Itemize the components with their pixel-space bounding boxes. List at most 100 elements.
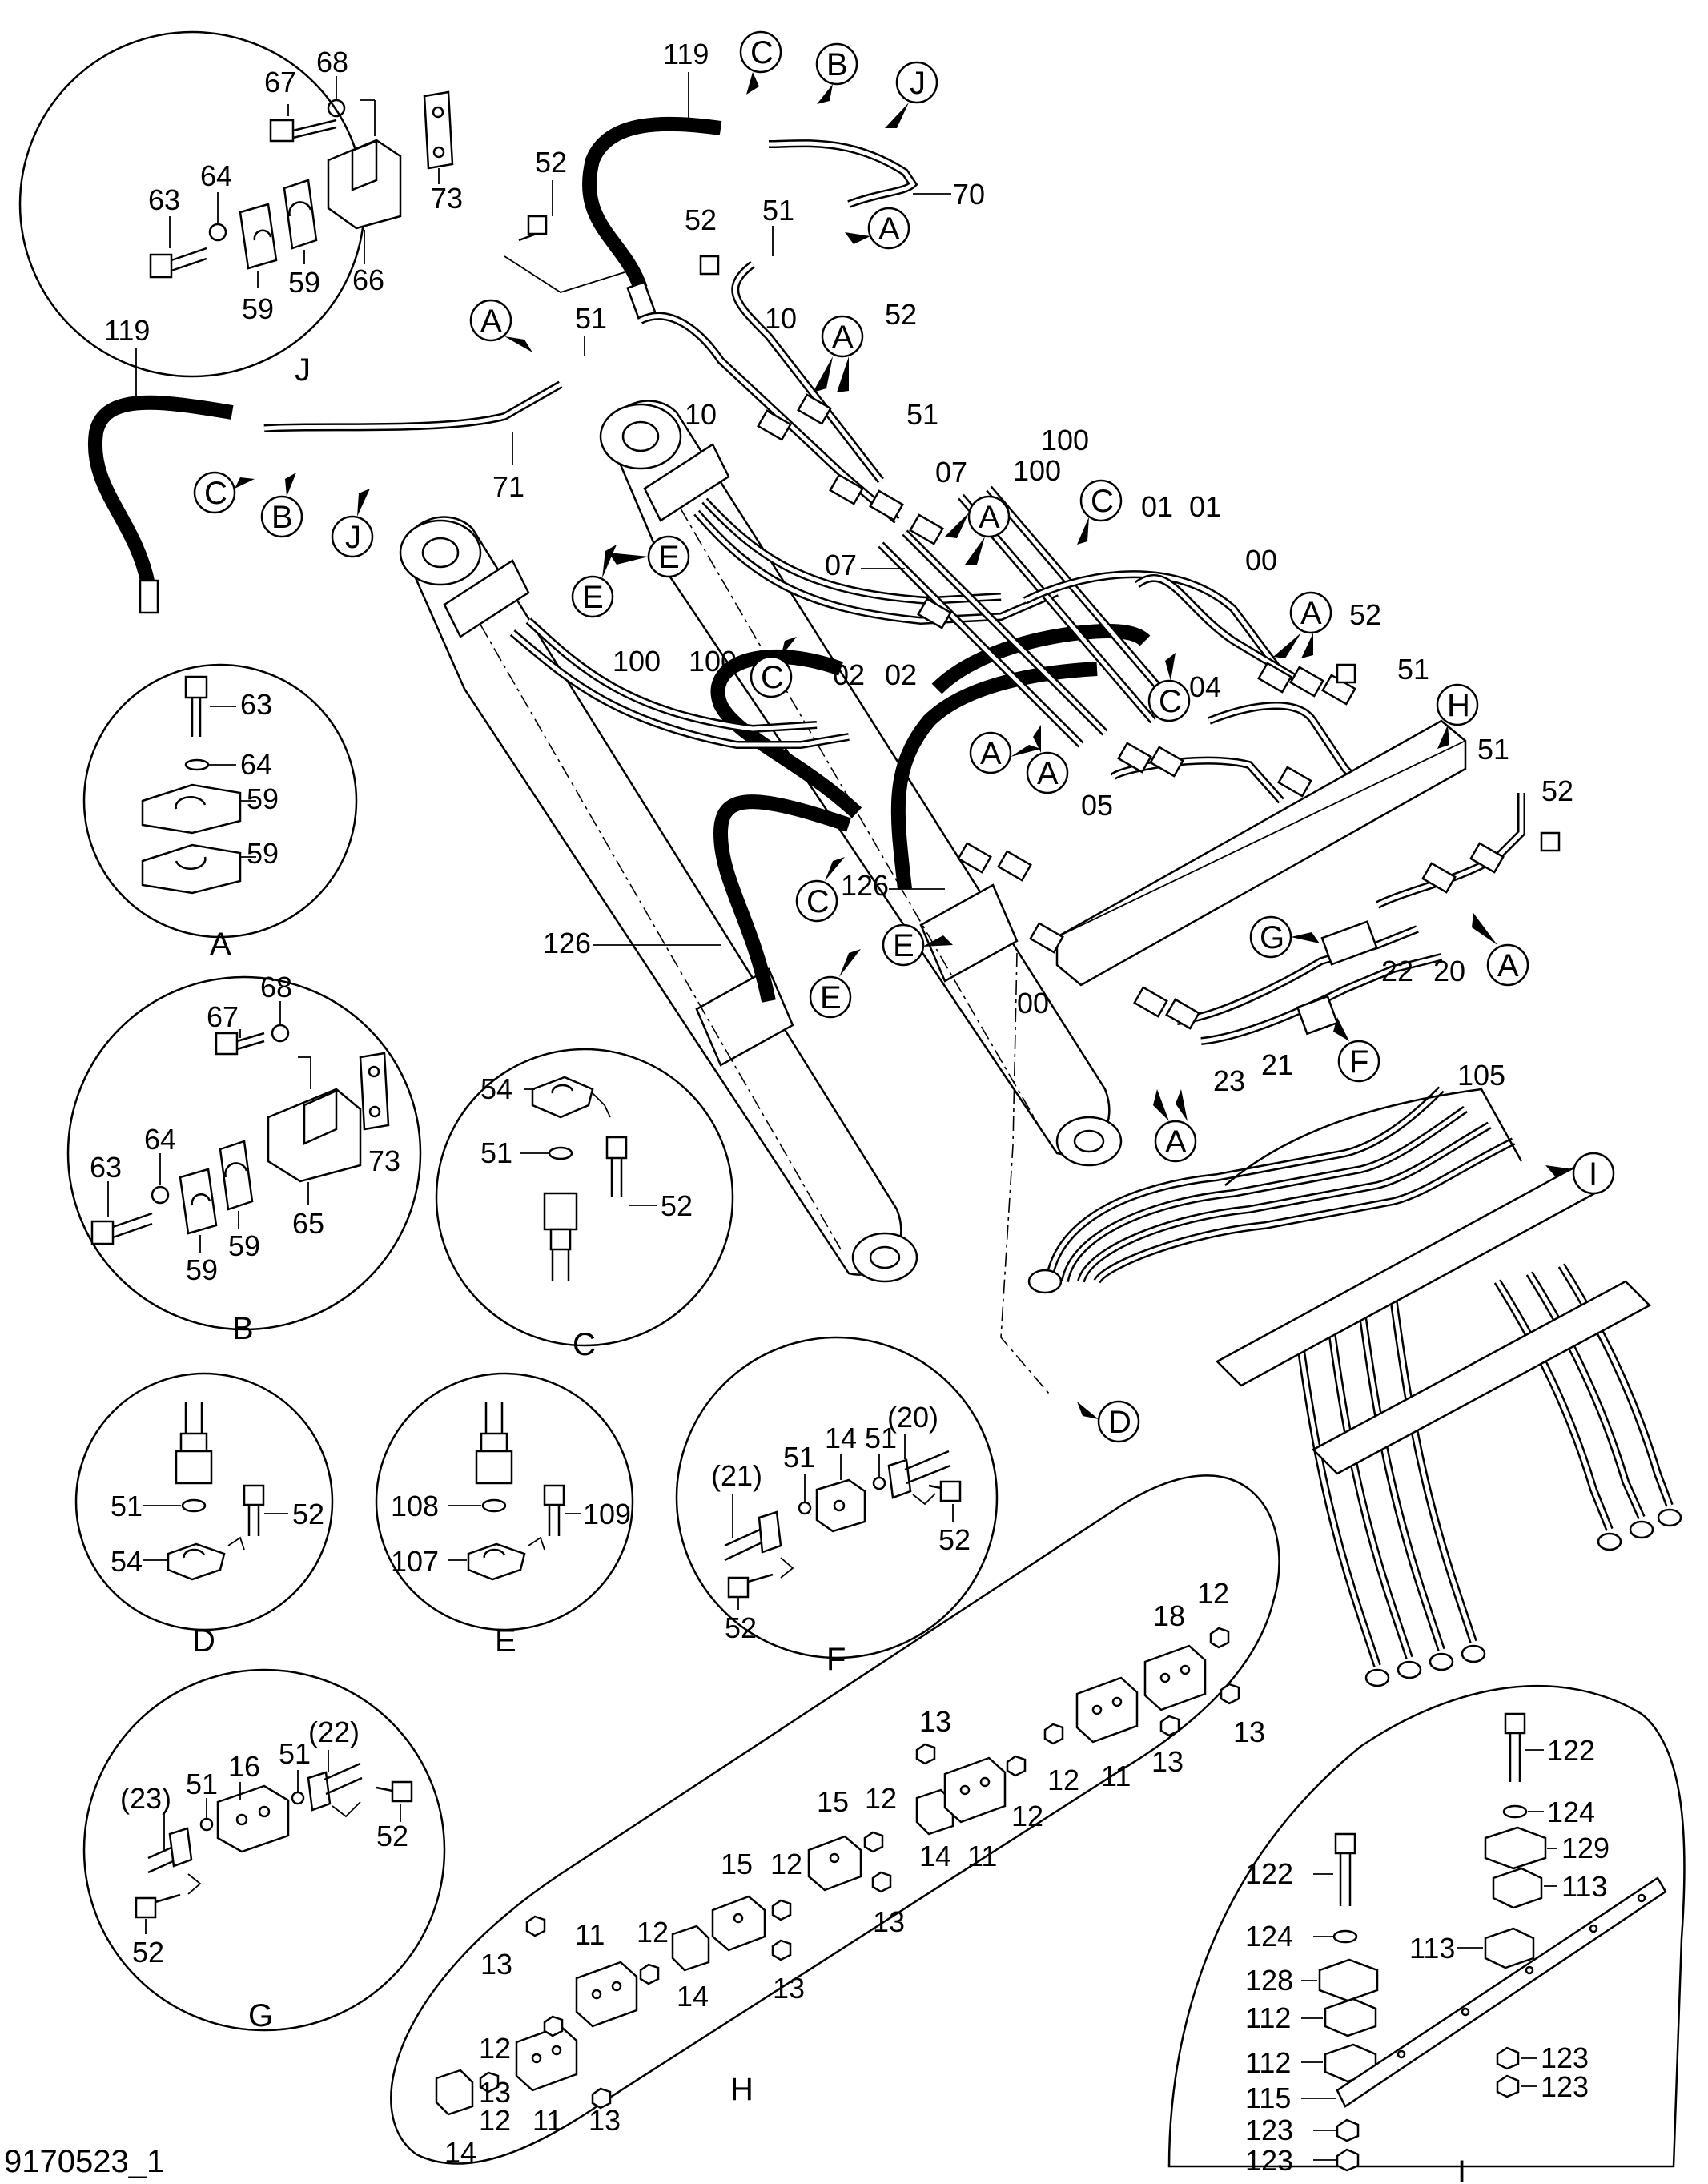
label-b-59b: 59 bbox=[228, 1229, 260, 1262]
svg-text:A: A bbox=[980, 736, 1002, 771]
label-h-15a: 15 bbox=[817, 1785, 849, 1818]
label-h-13f: 13 bbox=[480, 1948, 512, 1981]
label-d-52: 52 bbox=[292, 1498, 324, 1530]
bolt-52-g-2 bbox=[135, 1893, 181, 1919]
label-j-66: 66 bbox=[352, 263, 384, 296]
main-label-119-top: 119 bbox=[663, 38, 709, 70]
svg-text:C: C bbox=[1091, 484, 1114, 519]
oring-51-f-1 bbox=[798, 1501, 812, 1515]
label-b-68: 68 bbox=[260, 971, 292, 1004]
oring-108-e bbox=[481, 1498, 507, 1513]
adapter-d bbox=[175, 1402, 213, 1485]
label-h-13e: 13 bbox=[773, 1972, 805, 2005]
bolt-67-b bbox=[215, 1032, 265, 1056]
hose-126-c bbox=[931, 624, 1151, 694]
callout-a-1: A bbox=[867, 207, 910, 250]
plug-13-h-3 bbox=[771, 1939, 792, 1961]
plug-13-h-4 bbox=[871, 1871, 892, 1893]
label-h-12a: 12 bbox=[1197, 1577, 1229, 1610]
nut-123-i-3 bbox=[1336, 2118, 1360, 2142]
detail-e: 108 109 107 E bbox=[375, 1372, 634, 1659]
callout-d-1: D bbox=[1097, 1400, 1140, 1443]
label-a-59a: 59 bbox=[247, 782, 279, 815]
callout-arrows bbox=[235, 72, 1573, 1419]
label-a-64: 64 bbox=[240, 748, 272, 781]
label-b-67: 67 bbox=[207, 1000, 239, 1033]
label-i-122b: 122 bbox=[1245, 1857, 1293, 1890]
block-11-h-1 bbox=[515, 2025, 578, 2092]
label-h-13g: 13 bbox=[589, 2104, 621, 2137]
main-label-100-c: 100 bbox=[613, 645, 661, 678]
svg-text:J: J bbox=[345, 520, 361, 555]
letter-h-title: H bbox=[730, 2072, 754, 2107]
detail-f: (21) 51 14 51 (20) 52 52 F bbox=[675, 1336, 999, 1677]
plug-13-h-6 bbox=[1159, 1715, 1180, 1737]
nut-123-i-1 bbox=[1496, 2046, 1520, 2070]
callout-j-2: J bbox=[331, 515, 374, 558]
label-a-63: 63 bbox=[240, 688, 272, 721]
nut-123-i-2 bbox=[1496, 2074, 1520, 2098]
svg-text:A: A bbox=[878, 211, 900, 247]
svg-text:A: A bbox=[1300, 596, 1322, 631]
detail-c: 54 51 52 C bbox=[435, 1048, 734, 1362]
block-14-f bbox=[815, 1478, 866, 1533]
main-label-21: 21 bbox=[1261, 1048, 1293, 1081]
oring-51-g-2 bbox=[291, 1791, 305, 1805]
callout-a-9: A bbox=[1154, 1120, 1197, 1163]
block-11-h-2 bbox=[575, 1961, 638, 2028]
label-g-23: (23) bbox=[120, 1782, 171, 1815]
main-label-22: 22 bbox=[1381, 955, 1413, 987]
plug-13-h-2 bbox=[543, 2015, 564, 2037]
svg-text:C: C bbox=[761, 660, 784, 695]
flange-20-f bbox=[887, 1458, 912, 1499]
letter-i-title: I bbox=[1457, 2154, 1466, 2184]
callout-b-1: B bbox=[815, 42, 858, 86]
main-label-23: 23 bbox=[1213, 1064, 1245, 1097]
label-i-123a: 123 bbox=[1541, 2041, 1589, 2074]
callout-a-5: A bbox=[1289, 591, 1332, 634]
label-f-52b: 52 bbox=[725, 1611, 757, 1644]
label-h-11a: 11 bbox=[1101, 1760, 1131, 1792]
block-14-h-1 bbox=[435, 2069, 474, 2116]
letter-j-title: J bbox=[295, 352, 311, 388]
clamp-113-i-1 bbox=[1492, 1867, 1543, 1909]
main-label-51-b: 51 bbox=[575, 302, 607, 335]
main-label-52-b: 52 bbox=[685, 203, 717, 236]
washer-64-a bbox=[184, 758, 210, 771]
svg-text:E: E bbox=[820, 980, 842, 1016]
plug-12-h-7 bbox=[1209, 1627, 1230, 1649]
plug-13-h-1 bbox=[591, 2087, 612, 2110]
washer-64-j bbox=[208, 223, 227, 242]
clamp-128-i bbox=[1318, 1958, 1379, 2002]
label-c-54: 54 bbox=[480, 1072, 512, 1105]
washer-68-b bbox=[271, 1024, 290, 1043]
label-g-22: (22) bbox=[308, 1715, 360, 1748]
label-g-51b: 51 bbox=[279, 1737, 311, 1770]
bracket-66-j bbox=[327, 139, 402, 230]
svg-text:F: F bbox=[1349, 1044, 1368, 1080]
label-j-67: 67 bbox=[264, 66, 296, 99]
oring-51-c bbox=[548, 1146, 573, 1160]
adapter-c bbox=[543, 1192, 578, 1281]
main-label-01-b: 01 bbox=[1189, 490, 1221, 523]
block-15-h-1 bbox=[711, 1895, 766, 1952]
main-label-07-b: 07 bbox=[825, 549, 857, 581]
label-h-13a: 13 bbox=[1233, 1715, 1265, 1748]
label-j-59a: 59 bbox=[242, 292, 274, 325]
letter-a-title: A bbox=[210, 927, 231, 962]
label-h-12d: 12 bbox=[865, 1782, 897, 1815]
washer-124-i-1 bbox=[1502, 1804, 1528, 1819]
label-d-54: 54 bbox=[111, 1545, 143, 1578]
callout-a-6: A bbox=[969, 731, 1012, 774]
main-label-07-a: 07 bbox=[935, 456, 967, 489]
bolt-52-c bbox=[605, 1136, 628, 1197]
label-g-52b: 52 bbox=[132, 1936, 164, 1969]
washer-64-b bbox=[151, 1185, 170, 1205]
detail-j: 67 68 63 64 73 59 59 66 J bbox=[18, 30, 463, 388]
svg-text:B: B bbox=[271, 500, 293, 535]
label-j-68: 68 bbox=[316, 46, 348, 78]
bolt-63-a bbox=[184, 675, 208, 737]
detail-b: 67 68 63 64 73 59 59 65 B bbox=[66, 971, 422, 1346]
main-label-10-b: 10 bbox=[685, 398, 717, 431]
main-label-100-d: 100 bbox=[689, 645, 737, 678]
